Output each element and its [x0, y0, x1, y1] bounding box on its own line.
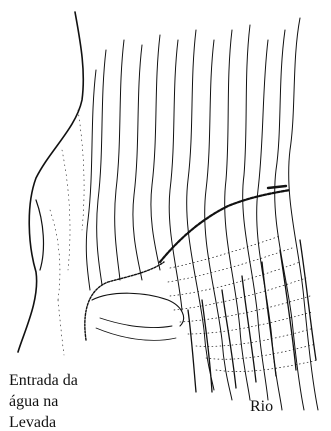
- intake-label-line-1: Entrada da: [9, 370, 78, 391]
- intake-lobe: [85, 262, 184, 340]
- intake-label-line-3: Levada: [9, 412, 78, 431]
- left-bank-outline: [18, 12, 83, 352]
- downstream-lines: [188, 240, 316, 392]
- intake-label-line-2: água na: [9, 391, 78, 412]
- bank-hatching: [50, 110, 84, 355]
- river-flow-lines: [86, 18, 318, 410]
- river-label: Rio: [250, 396, 273, 417]
- intake-label: Entrada da água na Levada: [9, 370, 78, 431]
